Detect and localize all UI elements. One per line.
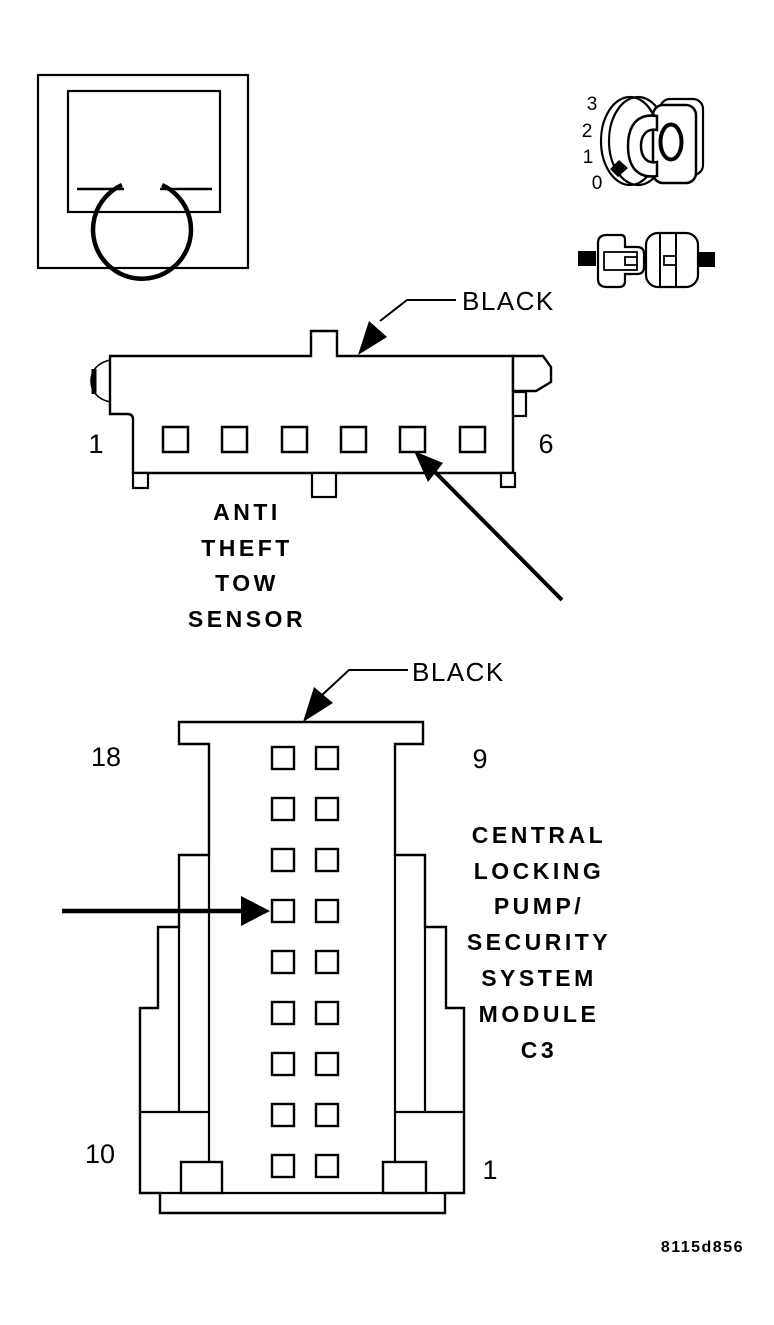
pin-cavity: [314, 745, 340, 771]
pin-cavity: [314, 1051, 340, 1077]
bottom-connector-body: [138, 720, 466, 1215]
pin-cavity: [314, 898, 340, 924]
omega-glyph: [90, 182, 194, 281]
left-foot: [131, 471, 150, 490]
dial-position-0: 0: [592, 173, 603, 194]
pin-cavity: [314, 796, 340, 822]
device-label-line: PUMP/: [494, 893, 584, 919]
pin-cavity: [270, 1102, 296, 1128]
pin-cavity: [314, 847, 340, 873]
dial-position-3: 3: [587, 94, 598, 115]
pin-cavity: [270, 1051, 296, 1077]
pin-cavity: [270, 847, 296, 873]
top-color-arrowhead: [358, 321, 387, 355]
device-label-line: CENTRAL: [472, 822, 606, 848]
pin-cavity-3: [280, 425, 309, 454]
pin-label-10: 10: [85, 1139, 115, 1169]
key-c-piece: [626, 114, 659, 178]
key-oval-hole: [658, 122, 684, 162]
bottom-connector-pins: [270, 745, 340, 1179]
pin-cavity: [270, 1000, 296, 1026]
pin-cavity-4: [339, 425, 368, 454]
dial-position-1: 1: [583, 147, 594, 168]
pin-label-6: 6: [538, 429, 553, 459]
pin-cavity-6: [458, 425, 487, 454]
pin-cavity-callout-target: [270, 898, 296, 924]
center-foot: [310, 471, 338, 499]
pin-label-1: 1: [482, 1155, 497, 1185]
pin-cavity: [270, 745, 296, 771]
top-connector-color-label: BLACK: [462, 286, 555, 316]
left-wire-stub: [578, 251, 596, 266]
pin-cavity: [314, 1000, 340, 1026]
plug-cavity: [603, 251, 638, 271]
socket-body: [644, 231, 700, 289]
top-connector: 1 6 BLACK ANTI THEFT TOW SENSOR: [88, 286, 564, 632]
ohmmeter-icon: [36, 73, 250, 281]
bottom-connector: 18 9 10 1 BLACK CENTRAL LOCKING PUMP/ SE…: [62, 657, 611, 1215]
pin-cavity: [314, 1102, 340, 1128]
dial-position-2: 2: [582, 121, 593, 142]
dial-pointer-marker: [610, 160, 628, 177]
device-label-line: SECURITY: [467, 929, 611, 955]
bottom-right-mount-tab: [381, 1160, 428, 1195]
device-label-line: ANTI: [213, 499, 281, 525]
bottom-connector-ribs: [140, 855, 464, 1195]
device-label-line: SENSOR: [188, 606, 306, 632]
bottom-connector-color-label: BLACK: [412, 657, 505, 687]
plug-body: [596, 233, 646, 289]
top-color-leader-line: [379, 299, 456, 322]
plug-terminal: [624, 256, 637, 266]
device-label-line: LOCKING: [474, 858, 605, 884]
pin-cavity: [314, 949, 340, 975]
pin-cavity: [314, 1153, 340, 1179]
pin-cavity: [270, 949, 296, 975]
bottom-connector-device-label: CENTRAL LOCKING PUMP/ SECURITY SYSTEM MO…: [467, 822, 611, 1063]
bottom-left-mount-tab: [179, 1160, 224, 1195]
device-label-line: TOW: [215, 570, 279, 596]
device-label-line: C3: [521, 1037, 557, 1063]
right-foot: [499, 471, 517, 489]
pin-label-1: 1: [88, 429, 103, 459]
device-label-line: THEFT: [201, 535, 293, 561]
top-connector-pins: [161, 425, 487, 454]
ohmmeter-outer-box: [36, 73, 250, 270]
pin5-callout-line: [432, 469, 564, 602]
pin5-callout-arrowhead: [414, 451, 443, 482]
figure-code: 8115d856: [661, 1239, 744, 1256]
bottom-color-leader-line: [320, 669, 408, 697]
pin-cavity: [270, 796, 296, 822]
connector-pair-icon: [578, 231, 715, 289]
pin-row4-callout-arrowhead: [241, 896, 270, 926]
device-label-line: MODULE: [479, 1001, 600, 1027]
bottom-color-arrowhead: [303, 687, 333, 722]
socket-slot: [663, 255, 677, 266]
pin-label-18: 18: [91, 742, 121, 772]
ohmmeter-inner-box: [66, 89, 222, 214]
pin-label-9: 9: [472, 744, 487, 774]
device-label-line: SYSTEM: [481, 965, 597, 991]
rotary-dial-icon: 3 2 1 0: [582, 94, 705, 194]
right-wire-stub: [697, 252, 715, 267]
top-connector-device-label: ANTI THEFT TOW SENSOR: [188, 499, 306, 632]
side-bump: [90, 359, 111, 403]
right-key-tab: [511, 390, 528, 418]
pin-cavity-5: [398, 425, 427, 454]
pin-cavity: [270, 1153, 296, 1179]
right-key-notch: [511, 354, 553, 393]
pin-cavity-1: [161, 425, 190, 454]
pin-cavity-2: [220, 425, 249, 454]
